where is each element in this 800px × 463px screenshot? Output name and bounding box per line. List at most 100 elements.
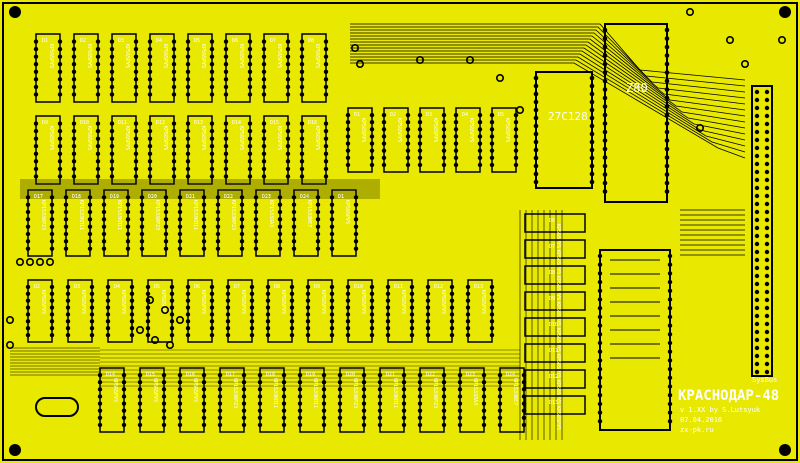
sysbus-pin [764,225,770,231]
sysbus-pin [764,337,770,343]
via [146,295,155,304]
chip-part: КР565РУ5 [396,118,402,142]
sysbus-pin [764,233,770,239]
chip-part: КР1533ИР23 [432,378,438,408]
chip-part: КР565РУ5 [200,126,206,150]
chip-part: КР565РУ5 [162,44,168,68]
sysbus-pin [754,97,760,103]
via [495,74,504,83]
ula-pin [667,401,673,407]
chip-ref: D20 [148,194,157,200]
chip-ref: D22 [426,372,435,378]
chip-ref: D5 [498,112,504,118]
chip-part: КР565РУ5 [124,126,130,150]
chip-ref: D2 [34,284,40,290]
sysbus-pin [754,89,760,95]
chip-ref: D13 [549,400,558,406]
board-date: 07.04.2016 [680,416,722,424]
chip-ref: D7 [270,38,276,44]
chip-part: КР1533ИР23 [154,200,160,230]
ula-pin [597,349,603,354]
sysbus-pin [764,313,770,319]
sysbus-pin [764,161,770,167]
chip-ref: D10 [80,120,89,126]
via [151,335,160,344]
ula-pin [597,288,603,293]
chip-part: КР565РУ5 [48,126,54,150]
chip-ref: D13 [194,120,203,126]
ula-pin [597,410,603,415]
rom-label: 27C128 [548,110,588,123]
trace [350,35,746,105]
ula-pin [597,279,603,285]
chip-ref: D6 [194,284,200,290]
sysbus-pin [764,105,770,111]
sysbus-pin [754,257,760,263]
sysbus-pin [754,105,760,111]
chip-part: КР565РУ5 [480,290,486,314]
board-website: zx-pk.ru [680,426,714,434]
sysbus-pin [764,289,770,295]
sysbus-pin [764,97,770,103]
via [685,8,694,17]
sysbus-pin [764,345,770,351]
sysbus-pin [754,217,760,223]
chip-ref: D21 [386,372,395,378]
sysbus-pin [754,153,760,159]
chip-ref: D11 [394,284,403,290]
via [350,43,359,52]
sysbus-pin [754,177,760,183]
mounting-hole [779,6,791,18]
sysbus-pin [764,121,770,127]
chip-part: КР1533ЛА3 [472,378,478,405]
ula-pin [597,271,603,276]
trace [350,38,746,111]
via [355,59,364,68]
chip-part: КР1533ИР23 [352,378,358,408]
ula-pin [597,253,603,259]
chip-ref: D3 [118,38,124,44]
chip-ref: D18 [72,194,81,200]
sysbus-pin [764,193,770,199]
trace [350,26,746,87]
chip-part: КР565РУ5 [280,290,286,314]
pad-layer: D1КР565РУ5D2КР565РУ5D3КР565РУ5D4КР565РУ5… [6,6,791,456]
chip-part: КР565РУ5 [555,380,561,404]
chip-part: КР565РУ5 [240,290,246,314]
chip-part: КР1533КП11 [312,378,318,408]
chip-part: КР565РУ5 [344,200,350,224]
chip-ref: D1 [42,38,48,44]
ula-pin [597,332,603,337]
sysbus-pin [754,361,760,367]
chip-ref: D12 [549,374,558,380]
sysbus-pin [754,129,760,135]
sysbus-pin [754,265,760,271]
sysbus-pin [754,209,760,215]
chip-ref: D22 [224,194,233,200]
chip-ref: D16 [186,372,195,378]
chip-ref: D1 [354,112,360,118]
ula-pin [597,262,603,267]
sysbus-pin [764,241,770,247]
chip-ref: D13 [474,284,483,290]
sysbus-pin [754,161,760,167]
sysbus-pin [754,225,760,231]
sysbus-pin [764,281,770,287]
chip-ref: D12 [156,120,165,126]
ula-pin [597,314,603,320]
